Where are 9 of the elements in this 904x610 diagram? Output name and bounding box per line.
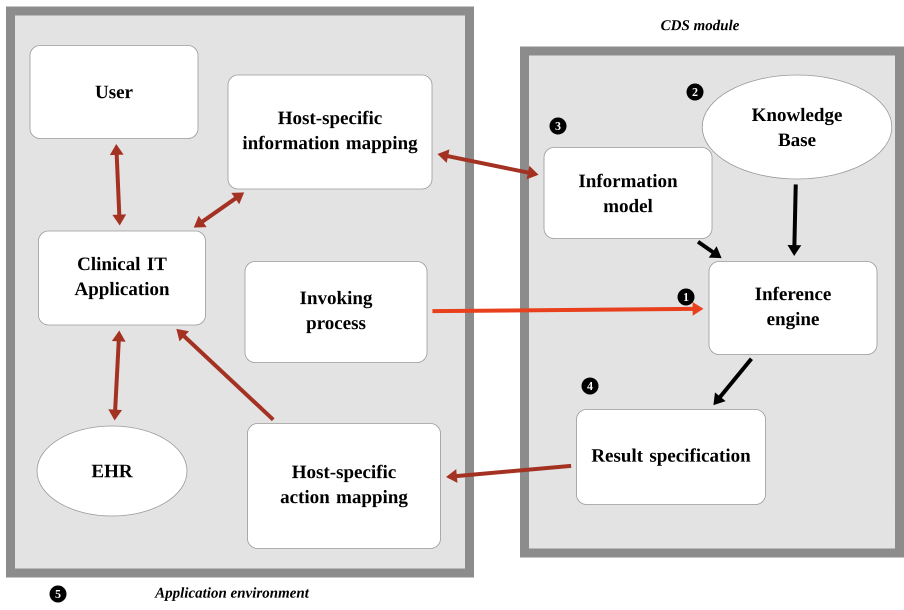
number-badge: 5 <box>50 586 66 602</box>
panel-title: Application environment <box>154 587 310 601</box>
process-box: Clinical IT Application <box>38 230 206 326</box>
panel-title: CDS module <box>661 20 740 30</box>
process-box: User <box>30 45 198 139</box>
process-box: Invoking process <box>244 261 428 363</box>
ellipse-node: EHR <box>36 426 188 516</box>
process-box: Host-specific action mapping <box>247 423 441 549</box>
process-box: Host-specific information mapping <box>228 74 432 190</box>
